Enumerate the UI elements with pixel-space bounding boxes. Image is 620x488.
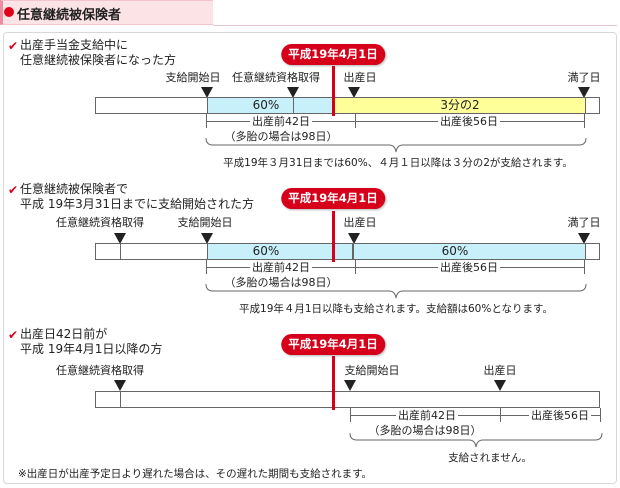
marker-label-end: 満了日 bbox=[567, 216, 601, 229]
dim-after-label: 出産後56日 bbox=[529, 409, 591, 422]
qualify-tick bbox=[120, 243, 121, 260]
dim-before-note: （多胎の場合は98日） bbox=[368, 424, 482, 437]
dim-before-note: （多胎の場合は98日） bbox=[224, 276, 338, 289]
dim-before-label: 出産前42日 bbox=[396, 409, 458, 422]
dim-tick bbox=[584, 114, 585, 128]
section-header bbox=[0, 0, 213, 25]
marker-label-start: 支給開始日 bbox=[177, 216, 233, 229]
check-mark-icon: ✔ bbox=[8, 39, 19, 53]
section1-title-line2: 任意継続被保険者になった方 bbox=[20, 53, 177, 67]
check-mark-icon: ✔ bbox=[8, 328, 19, 342]
marker-label-end: 満了日 bbox=[567, 71, 601, 84]
marker-label-birth: 出産日 bbox=[483, 364, 517, 377]
date-badge: 平成19年4月1日 bbox=[281, 334, 385, 355]
marker-arrow bbox=[348, 87, 360, 98]
red-dot-icon bbox=[4, 7, 14, 17]
marker-label-birth: 出産日 bbox=[343, 71, 377, 84]
segment-left-label: 60% bbox=[252, 244, 280, 258]
bracket-brace bbox=[349, 432, 603, 448]
timeline-bar bbox=[95, 391, 600, 408]
dim-after-label: 出産後56日 bbox=[438, 115, 500, 128]
section2-title-line1: 任意継続被保険者で bbox=[20, 182, 129, 196]
footnote: ※出産日が出産予定日より遅れた場合は、その遅れた期間も支給されます。 bbox=[18, 468, 373, 480]
qualify-tick bbox=[293, 97, 294, 114]
marker-arrow bbox=[287, 87, 299, 98]
date-badge: 平成19年4月1日 bbox=[281, 44, 385, 65]
bracket-brace bbox=[205, 283, 587, 299]
marker-label-qualify: 任意継続資格取得 bbox=[56, 364, 144, 377]
check-mark-icon: ✔ bbox=[8, 183, 19, 197]
segment-60-percent-right bbox=[353, 244, 586, 259]
timeline-bar bbox=[95, 243, 600, 260]
date-line bbox=[332, 356, 335, 410]
marker-label-qualify: 任意継続資格取得 bbox=[56, 216, 144, 229]
segment-60-percent-left bbox=[207, 244, 353, 259]
marker-arrow bbox=[201, 87, 213, 98]
timeline-bar bbox=[95, 97, 600, 114]
dim-before-note: （多胎の場合は98日） bbox=[224, 130, 338, 143]
section3-title-line1: 出産日42日前が bbox=[20, 327, 108, 341]
segment-right-label: 3分の2 bbox=[440, 98, 480, 112]
marker-arrow bbox=[494, 380, 506, 391]
date-line bbox=[332, 211, 335, 262]
marker-arrow bbox=[114, 233, 126, 244]
marker-label-qualify: 任意継続資格取得 bbox=[232, 71, 320, 84]
dim-after-label: 出産後56日 bbox=[438, 261, 500, 274]
marker-arrow bbox=[201, 233, 213, 244]
marker-arrow bbox=[578, 87, 590, 98]
section1-title-line1: 出産手当金支給中に bbox=[20, 38, 129, 52]
date-badge: 平成19年4月1日 bbox=[281, 188, 385, 209]
page-title: 任意継続被保険者 bbox=[17, 8, 122, 23]
dim-tick bbox=[600, 408, 601, 422]
section3-title-line2: 平成 19年4月1日以降の方 bbox=[20, 342, 163, 356]
section3-note: 支給されません。 bbox=[448, 452, 532, 464]
dim-tick bbox=[584, 260, 585, 274]
marker-arrow bbox=[578, 233, 590, 244]
marker-arrow bbox=[114, 380, 126, 391]
segment-right-label: 60% bbox=[441, 244, 469, 258]
marker-label-start: 支給開始日 bbox=[165, 71, 221, 84]
bracket-brace bbox=[205, 137, 587, 153]
date-line bbox=[332, 66, 335, 116]
qualify-tick bbox=[120, 391, 121, 408]
marker-arrow bbox=[344, 380, 356, 391]
marker-label-birth: 出産日 bbox=[343, 216, 377, 229]
section2-note: 平成19年４月1日以降も支給されます。支給額は60%となります。 bbox=[239, 303, 553, 315]
marker-label-start: 支給開始日 bbox=[344, 364, 400, 377]
segment-left-label: 60% bbox=[252, 98, 280, 112]
section1-note: 平成19年３月31日までは60%、４月１日以降は３分の2が支給されます。 bbox=[223, 157, 573, 169]
section2-title-line2: 平成 19年3月31日までに支給開始された方 bbox=[20, 197, 254, 211]
dim-before-label: 出産前42日 bbox=[250, 261, 312, 274]
dim-before-label: 出産前42日 bbox=[250, 115, 312, 128]
marker-arrow bbox=[348, 233, 360, 244]
header-divider bbox=[213, 25, 617, 26]
